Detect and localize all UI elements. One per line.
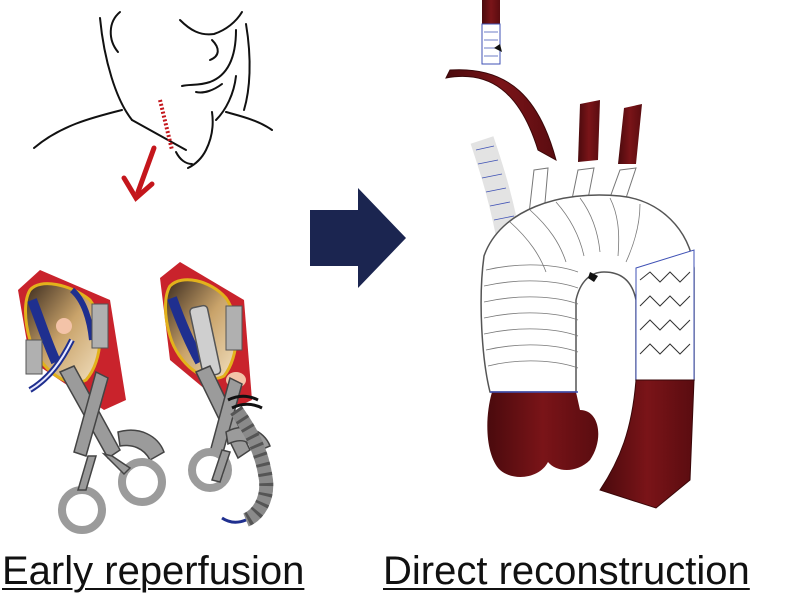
neck-outline-icon [33,11,273,169]
red-arrow-icon [121,145,157,202]
caption-early-reperfusion: Early reperfusion [2,549,305,593]
vascular-graft-tube [221,394,274,527]
incision-mark [158,99,174,151]
surgical-field-right [160,262,252,410]
caption-direct-reconstruction: Direct reconstruction [383,549,750,593]
retractor-icon [58,365,166,534]
aortic-graft-icon [445,0,695,509]
right-arrow-icon [310,188,406,288]
